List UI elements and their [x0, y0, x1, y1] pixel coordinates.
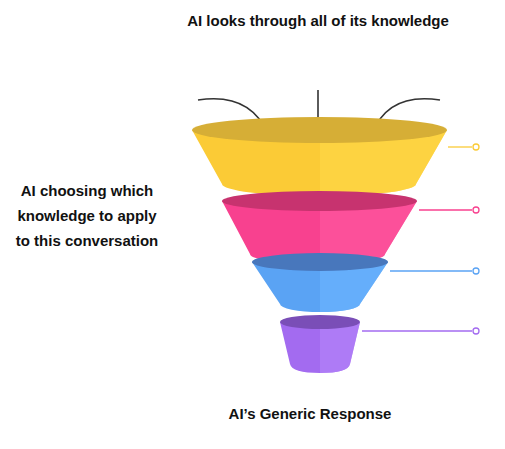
- top-label: AI looks through all of its knowledge: [128, 8, 505, 33]
- leader-dot: [473, 328, 479, 334]
- band-top: [252, 253, 388, 271]
- band-top: [280, 315, 360, 329]
- band-shade: [320, 322, 360, 373]
- leader-dot: [473, 207, 479, 213]
- leader-line: [362, 330, 472, 331]
- bottom-label: AI’s Generic Response: [160, 401, 460, 426]
- leader-dot: [473, 144, 479, 150]
- leader-dot: [473, 268, 479, 274]
- band-top: [222, 191, 417, 211]
- band-top: [192, 117, 447, 143]
- funnel-band: [280, 322, 360, 373]
- leader-line: [448, 146, 472, 147]
- leader-line: [390, 270, 472, 271]
- leader-line: [419, 209, 472, 210]
- side-label: AI choosing which knowledge to apply to …: [12, 178, 162, 253]
